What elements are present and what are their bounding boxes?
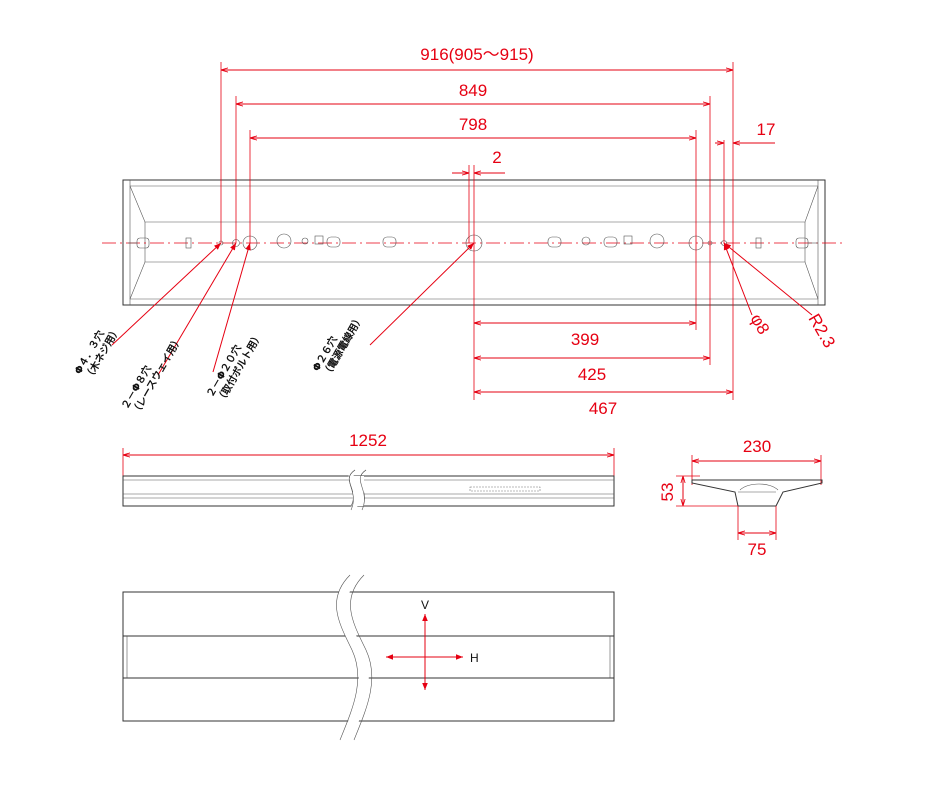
dim-849: 849 xyxy=(459,81,487,100)
dim-399: 399 xyxy=(571,330,599,349)
hole-note-3: ２－Φ２０穴 （取付ボルト用） xyxy=(203,330,265,406)
dim-17: 17 xyxy=(757,120,776,139)
dim-overall: 916(905～915) xyxy=(420,45,533,64)
dim-798: 798 xyxy=(459,115,487,134)
dim-2: 2 xyxy=(492,148,501,167)
v-label: V xyxy=(421,598,429,612)
hole-note-1: Φ４．３穴 （木ネジ用） xyxy=(71,324,123,382)
h-label: H xyxy=(470,651,479,665)
mounting-slots xyxy=(128,233,818,252)
side-view: 1252 xyxy=(122,431,615,512)
dim-1252: 1252 xyxy=(349,431,387,450)
dimension-lines xyxy=(221,70,775,392)
dim-467: 467 xyxy=(589,399,617,418)
dim-425: 425 xyxy=(578,365,606,384)
dim-75: 75 xyxy=(748,540,767,559)
dim-230: 230 xyxy=(743,437,771,456)
side-view-body xyxy=(122,475,615,507)
hole-note-2: ２－Φ８穴 （レースウェイ用） xyxy=(118,333,184,417)
extension-lines xyxy=(220,62,734,400)
top-view: 916(905～915) 849 798 2 17 399 425 467 φ8… xyxy=(71,45,842,418)
dim-phi8: φ8 xyxy=(747,311,774,338)
hole-note-4: Φ２６穴 （電源電線用） xyxy=(309,312,366,379)
leader-lines xyxy=(111,242,813,376)
dim-53: 53 xyxy=(658,483,677,502)
bottom-view: V H xyxy=(122,571,615,742)
section-view: 230 53 75 xyxy=(658,437,823,559)
dim-r23: R2.3 xyxy=(805,311,839,352)
